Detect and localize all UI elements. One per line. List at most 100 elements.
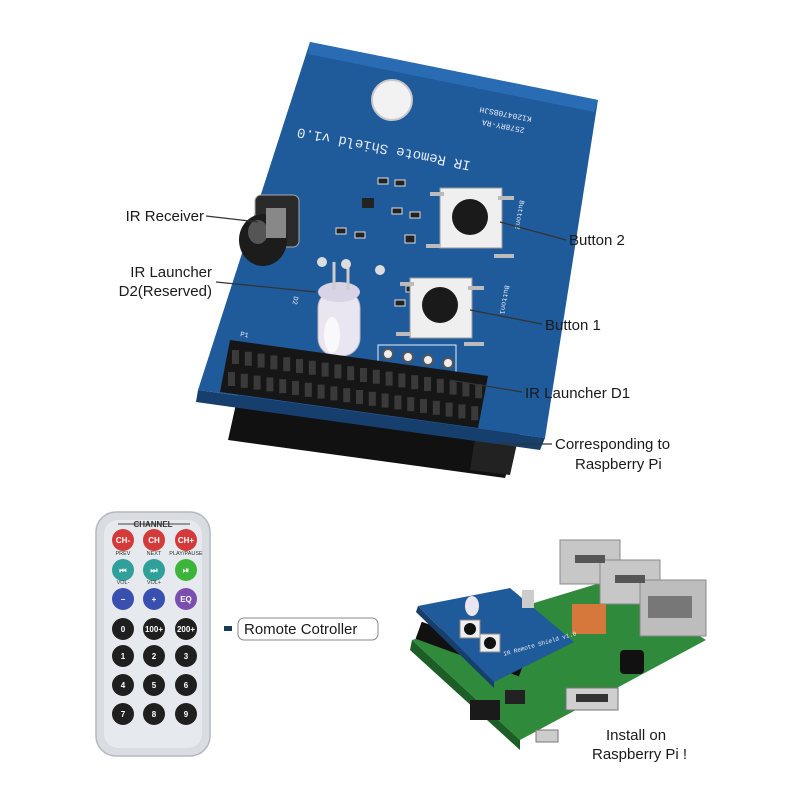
remote-controller-label: Romote Cotroller (244, 621, 358, 638)
button-2-label: Button 2 (569, 232, 625, 249)
remote-button-num: 9 (175, 703, 197, 725)
svg-text:EQ: EQ (180, 595, 192, 604)
header-pin (462, 382, 470, 397)
install-label-line1: Install on (606, 727, 667, 744)
ir-shield-board: IR Remote Shield v1.0 2578RY-RA K120470B… (196, 42, 598, 478)
remote-button-num: 4 (112, 674, 134, 696)
svg-text:⏮: ⏮ (119, 566, 126, 575)
remote-button-num: 6 (175, 674, 197, 696)
header-pin (436, 378, 444, 393)
header-pin (385, 371, 393, 386)
header-pin (296, 359, 303, 373)
remote-button-channel: CH+ (175, 529, 197, 551)
header-pin (356, 390, 363, 404)
header-pin (343, 388, 351, 403)
remote-button-channel: CH (143, 529, 165, 551)
ir-launcher-d1-label: IR Launcher D1 (525, 385, 631, 402)
d2-silk: D2 (290, 295, 299, 305)
header-pin (321, 362, 329, 377)
corresponding-label-line2: Raspberry Pi (575, 456, 662, 473)
svg-text:+: + (152, 595, 157, 604)
remote-caption: VOL- (117, 580, 130, 586)
gpio-header (220, 340, 488, 428)
header-pin (445, 402, 453, 417)
svg-text:1: 1 (121, 652, 126, 661)
remote-button-playback: ⏮ (112, 559, 134, 581)
header-pin (253, 375, 261, 390)
header-pin (475, 384, 483, 399)
pcb (198, 42, 598, 438)
remote-button-volume: − (112, 588, 134, 610)
remote-caption: PREV (116, 551, 131, 557)
svg-text:3: 3 (184, 652, 189, 661)
header-pin (398, 373, 406, 388)
header-pin (304, 382, 312, 397)
svg-text:2: 2 (152, 652, 157, 661)
button-2-component (426, 187, 514, 258)
svg-text:⏭: ⏭ (150, 566, 158, 575)
ir-receiver-label: IR Receiver (125, 208, 204, 225)
header-pin (411, 375, 419, 390)
svg-text:7: 7 (121, 710, 126, 719)
remote-button-num: 0 (112, 618, 134, 640)
header-pin (471, 406, 479, 421)
header-pin (292, 381, 299, 395)
header-pin (407, 397, 415, 412)
button-1-component (396, 277, 484, 346)
remote-button-volume: + (143, 588, 165, 610)
install-label-line2: Raspberry Pi ! (592, 746, 688, 763)
remote-label-box (237, 617, 379, 641)
header-pin (283, 357, 291, 372)
remote-button-num: 7 (112, 703, 134, 725)
svg-text:6: 6 (184, 681, 189, 690)
leader-lines (205, 215, 567, 445)
svg-text:8: 8 (152, 710, 157, 719)
header-pin (308, 360, 316, 375)
header-pin (270, 355, 278, 370)
header-pin (317, 384, 325, 399)
remote-button-volume: EQ (175, 588, 197, 610)
remote-button-num: 3 (175, 645, 197, 667)
svg-text:⏯: ⏯ (183, 566, 189, 575)
header-pin (372, 369, 380, 384)
remote-channel-label: CHANNEL (133, 520, 172, 529)
svg-text:9: 9 (184, 710, 189, 719)
mounting-hole (371, 79, 413, 121)
header-pin (458, 404, 466, 419)
header-pin (279, 379, 287, 394)
ir-launcher-label-line1: IR Launcher (130, 264, 212, 281)
header-pin (266, 377, 274, 392)
corresponding-label-line1: Corresponding to (555, 436, 671, 453)
header-pin (347, 366, 355, 381)
remote-button-num: 5 (143, 674, 165, 696)
header-pin (381, 393, 389, 408)
header-pin (330, 386, 338, 401)
header-pin (257, 353, 265, 368)
svg-text:5: 5 (152, 681, 157, 690)
header-pin (228, 372, 235, 386)
svg-text:200+: 200+ (177, 625, 195, 634)
remote-button-channel: CH- (112, 529, 134, 551)
header-pin (424, 377, 431, 391)
svg-text:CH+: CH+ (178, 536, 195, 545)
header-pin (360, 368, 367, 382)
remote-button-num: 100+ (143, 618, 165, 640)
svg-text:CH-: CH- (116, 536, 131, 545)
remote-button-playback: ⏯ (175, 559, 197, 581)
ir-led-d2 (317, 257, 385, 357)
remote-button-num: 2 (143, 645, 165, 667)
remote-caption: NEXT (147, 551, 162, 557)
remote-button-num: 200+ (175, 618, 197, 640)
header-pin (334, 364, 342, 379)
header-pin (394, 395, 402, 410)
raspberry-pi-assembly: IR Remote Shield v1.0 (410, 539, 707, 750)
svg-text:−: − (121, 595, 126, 604)
remote-caption: PLAY/PAUSE (169, 551, 203, 557)
header-pin (432, 400, 440, 415)
header-pin (420, 399, 427, 413)
remote-button-num: 1 (112, 645, 134, 667)
ir-launcher-label-line2: D2(Reserved) (118, 283, 212, 300)
remote-controller: CHANNEL CH- CH CH+ ⏮ ⏭ ⏯ − + EQ 0 100+ 200+ 1 2 3 4 5 6 7 8… (95, 511, 211, 757)
remote-button-playback: ⏭ (143, 559, 165, 581)
